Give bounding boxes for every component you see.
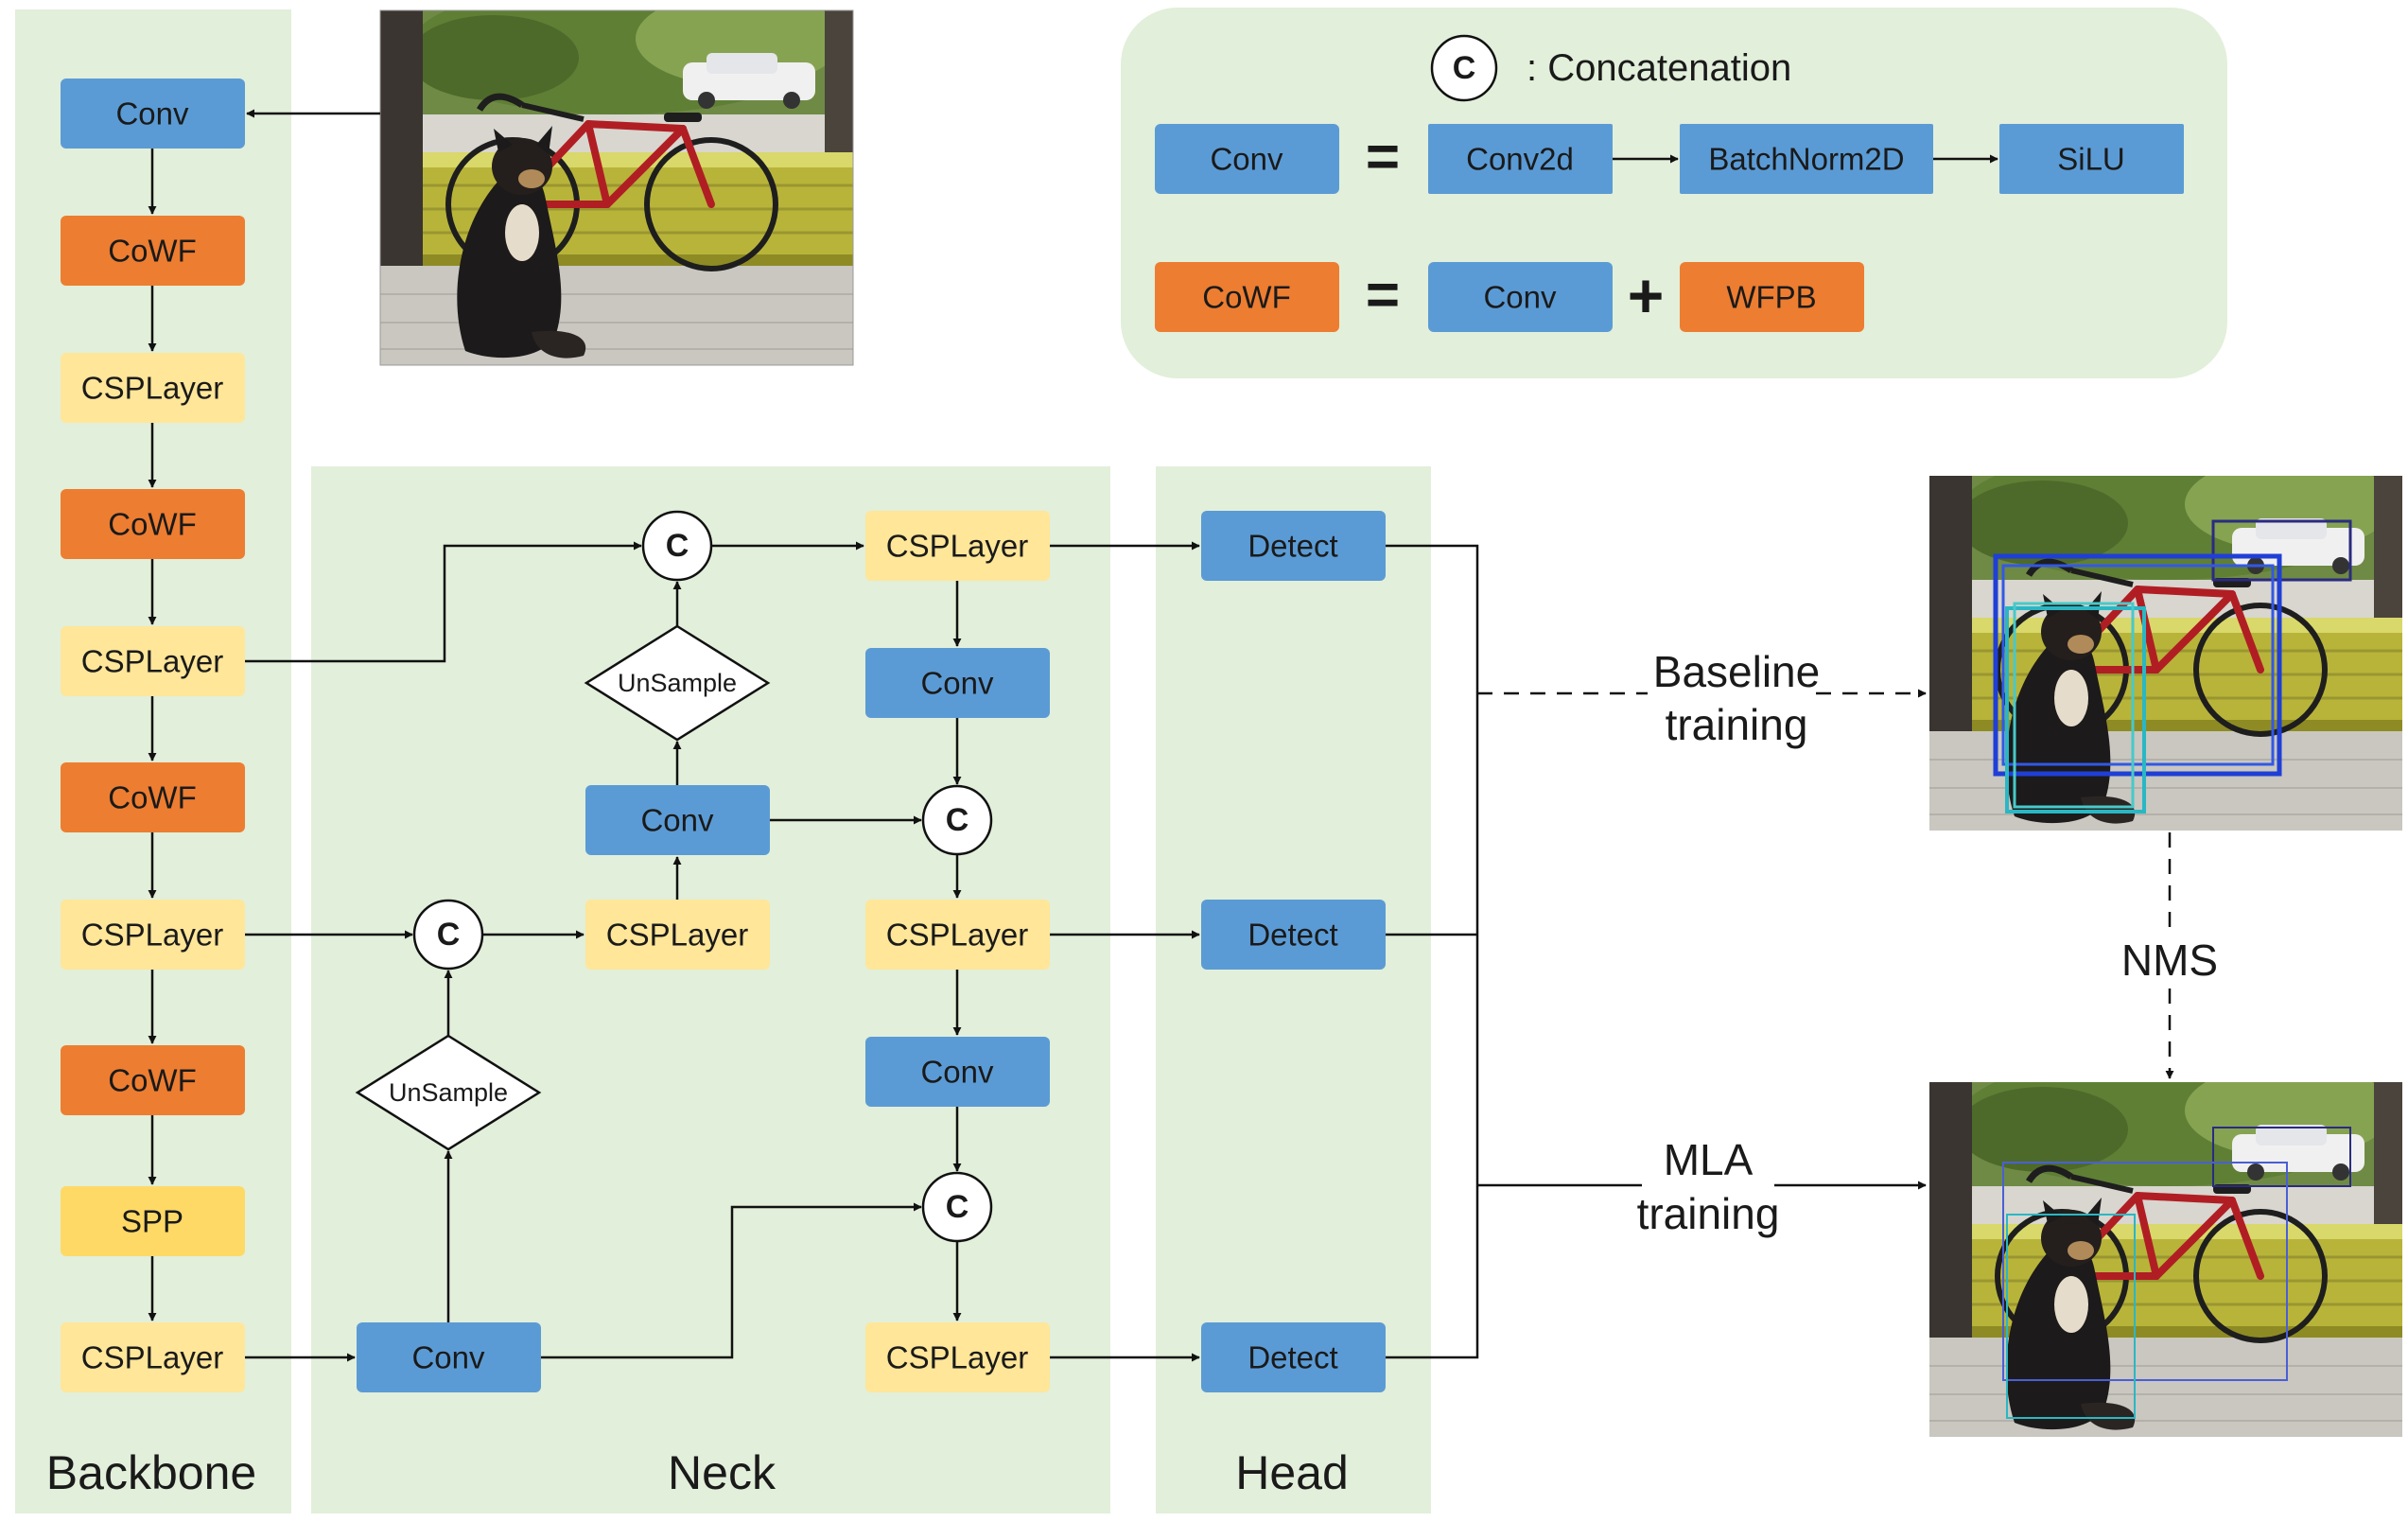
neck-conv-a [585,785,770,855]
legend-wfpb [1680,262,1864,332]
backbone-spp-label: SPP [121,1204,183,1239]
legend-silu-label: SiLU [2057,142,2125,177]
legend-cowf [1155,262,1339,332]
legend-equals-2: = [1366,263,1400,328]
nms-label: NMS [2121,936,2218,985]
detection-result-baseline-icon [1929,447,2402,831]
backbone-label: Backbone [46,1446,256,1499]
legend: C : Concatenation Conv = Conv2d BatchNor… [1155,34,2184,332]
neck-conv-d-label: Conv [920,1055,994,1090]
legend-equals-1: = [1366,125,1400,190]
head-detect-3-label: Detect [1248,1340,1337,1375]
neck-csplayer-a [585,900,770,970]
backbone-csplayer-2-label: CSPLayer [81,644,223,679]
legend-conv2d-label: Conv2d [1466,142,1574,177]
input-photo-dog-bicycle-icon [379,9,854,366]
neck-concat-3-label: C [946,802,969,838]
legend-cowf-conv [1428,262,1613,332]
neck-upsample-1 [584,624,771,742]
legend-conv-label: Conv [1210,142,1283,177]
backbone-csplayer-4 [61,1322,245,1392]
backbone-csplayer-1 [61,353,245,423]
legend-concat-text: : Concatenation [1527,47,1791,89]
legend-wfpb-label: WFPB [1726,280,1816,315]
head-label: Head [1235,1446,1349,1499]
neck-csplayer-p3 [865,1322,1050,1392]
legend-concat-symbol-label: C [1453,50,1476,86]
baseline-label-line1: Baseline [1653,647,1820,696]
head-detect-1-label: Detect [1248,529,1337,564]
backbone-spp [61,1186,245,1256]
backbone-csplayer-1-label: CSPLayer [81,371,223,406]
backbone-csplayer-2 [61,626,245,696]
neck-conv-c-label: Conv [920,666,994,701]
legend-silu [1999,124,2184,194]
backbone-cowf-4 [61,1045,245,1115]
backbone-csplayer-3-label: CSPLayer [81,918,223,953]
mla-label-line1: MLA [1664,1135,1754,1184]
backbone-cowf-2 [61,489,245,559]
neck-conv-b [357,1322,541,1392]
legend-cowf-label: CoWF [1202,280,1291,315]
neck-arrows [245,541,962,1362]
neck-csplayer-p1-label: CSPLayer [886,529,1028,564]
legend-conv [1155,124,1339,194]
legend-batchnorm [1680,124,1933,194]
backbone-cowf-4-label: CoWF [108,1063,197,1098]
head-detect-1 [1201,511,1386,581]
neck-conv-a-label: Conv [640,803,714,838]
backbone-arrows [148,109,380,1321]
backbone-cowf-1 [61,216,245,286]
neck-upsample-1-label: UnSample [618,669,737,697]
neck-upsample-2 [355,1034,542,1151]
backbone-csplayer-4-label: CSPLayer [81,1340,223,1375]
head-detect-2-label: Detect [1248,918,1337,953]
neck-label: Neck [668,1446,776,1499]
backbone-conv-1 [61,79,245,149]
backbone-cowf-2-label: CoWF [108,507,197,542]
baseline-label-line2: training [1666,700,1808,749]
head-arrows [1050,541,2174,1362]
neck-concat-1-label: C [666,528,689,564]
neck-upsample-2-label: UnSample [389,1078,508,1107]
detection-result-mla-icon [1929,1054,2402,1437]
backbone-cowf-3-label: CoWF [108,780,197,815]
backbone-column: Conv CoWF CSPLayer CoWF CSPLayer CoWF CS… [61,79,245,1392]
neck-nodes: C UnSample Conv CSPLayer C UnSample Conv… [355,510,1050,1392]
head-detect-3 [1201,1322,1386,1392]
neck-conv-c [865,648,1050,718]
head-detect-2 [1201,900,1386,970]
neck-concat-2-label: C [437,917,461,953]
legend-cowf-conv-label: Conv [1483,280,1557,315]
head-nodes: Detect Detect Detect [1201,511,1386,1392]
neck-csplayer-a-label: CSPLayer [606,918,748,953]
neck-conv-b-label: Conv [411,1340,485,1375]
legend-conv2d [1428,124,1613,194]
neck-conv-d [865,1037,1050,1107]
neck-concat-4-label: C [946,1189,969,1225]
legend-plus: + [1628,260,1665,330]
mla-label-line2: training [1637,1189,1780,1238]
backbone-cowf-1-label: CoWF [108,234,197,269]
neck-csplayer-p2-label: CSPLayer [886,918,1028,953]
backbone-csplayer-3 [61,900,245,970]
legend-concat-symbol [1430,34,1498,102]
neck-csplayer-p3-label: CSPLayer [886,1340,1028,1375]
legend-batchnorm-label: BatchNorm2D [1708,142,1904,177]
legend-panel [1121,8,2227,378]
backbone-conv-1-label: Conv [115,96,189,131]
backbone-cowf-3 [61,762,245,832]
neck-csplayer-p2 [865,900,1050,970]
neck-csplayer-p1 [865,511,1050,581]
